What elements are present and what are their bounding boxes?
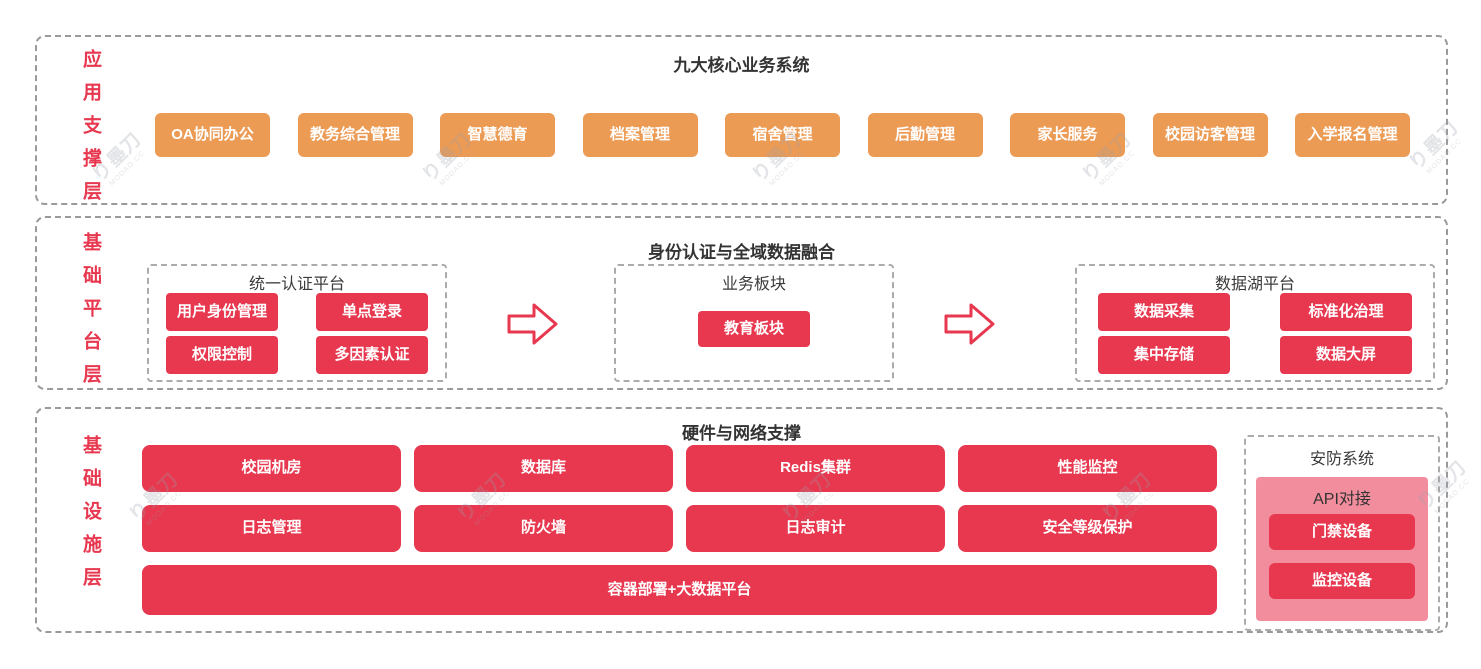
- group-title-security-system: 安防系统: [1309, 451, 1374, 468]
- layer2-title: 身份认证与全域数据融合: [648, 243, 835, 262]
- node-log-audit[interactable]: 日志审计: [686, 505, 945, 552]
- group-data-lake-platform: 数据湖平台 数据采集 标准化治理 集中存储 数据大屏: [1075, 264, 1435, 382]
- layer-label-application-support: 应用支撑层: [80, 49, 101, 214]
- node-campus-server-room[interactable]: 校园机房: [142, 445, 401, 492]
- group-security-system: 安防系统 API对接 门禁设备 监控设备: [1244, 435, 1440, 631]
- panel-title-api-integration: API对接: [1313, 491, 1371, 508]
- flow-arrow-right-icon: [944, 303, 995, 345]
- node-surveillance-devices[interactable]: 监控设备: [1269, 563, 1415, 599]
- node-firewall[interactable]: 防火墙: [414, 505, 673, 552]
- group-title-unified-auth: 统一认证平台: [248, 276, 345, 293]
- group-title-business-sector: 业务板块: [721, 276, 786, 293]
- node-permission-control[interactable]: 权限控制: [166, 336, 278, 374]
- node-dorm-mgmt[interactable]: 宿舍管理: [725, 113, 840, 157]
- node-data-collection[interactable]: 数据采集: [1098, 293, 1230, 331]
- node-centralized-storage[interactable]: 集中存储: [1098, 336, 1230, 374]
- group-title-data-lake: 数据湖平台: [1214, 276, 1295, 293]
- unified-auth-grid: 用户身份管理 单点登录 权限控制 多因素认证: [149, 293, 445, 374]
- node-standardized-governance[interactable]: 标准化治理: [1280, 293, 1412, 331]
- node-data-dashboard[interactable]: 数据大屏: [1280, 336, 1412, 374]
- layer-basic-platform: 基础平台层 身份认证与全域数据融合 统一认证平台 用户身份管理 单点登录 权限控…: [35, 216, 1448, 397]
- node-log-management[interactable]: 日志管理: [142, 505, 401, 552]
- node-access-control-devices[interactable]: 门禁设备: [1269, 514, 1415, 550]
- node-visitor-mgmt[interactable]: 校园访客管理: [1152, 113, 1268, 157]
- layer-infrastructure: 基础设施层 硬件与网络支撑 校园机房 数据库 Redis集群 性能监控 日志管理…: [35, 407, 1448, 633]
- node-education-sector[interactable]: 教育板块: [698, 311, 810, 347]
- node-smart-moral-edu[interactable]: 智慧德育: [440, 113, 555, 157]
- node-academic-mgmt[interactable]: 教务综合管理: [297, 113, 413, 157]
- layer-application-support: 应用支撑层 九大核心业务系统 OA协同办公 教务综合管理 智慧德育 档案管理 宿…: [35, 35, 1448, 214]
- node-enrollment-mgmt[interactable]: 入学报名管理: [1295, 113, 1410, 157]
- layer-label-basic-platform: 基础平台层: [80, 232, 101, 397]
- layer-label-infrastructure: 基础设施层: [80, 435, 101, 600]
- node-redis-cluster[interactable]: Redis集群: [686, 445, 945, 492]
- node-security-level-protection[interactable]: 安全等级保护: [958, 505, 1217, 552]
- node-oa-office[interactable]: OA协同办公: [155, 113, 270, 157]
- node-archive-mgmt[interactable]: 档案管理: [582, 113, 698, 157]
- node-user-identity-mgmt[interactable]: 用户身份管理: [166, 293, 278, 331]
- node-database[interactable]: 数据库: [414, 445, 673, 492]
- core-systems-row: OA协同办公 教务综合管理 智慧德育 档案管理 宿舍管理 后勤管理 家长服务 校…: [155, 113, 1410, 157]
- node-container-bigdata-platform[interactable]: 容器部署+大数据平台: [142, 565, 1217, 615]
- layer3-title: 硬件与网络支撑: [682, 424, 801, 443]
- node-performance-monitoring[interactable]: 性能监控: [958, 445, 1217, 492]
- node-logistics-mgmt[interactable]: 后勤管理: [867, 113, 983, 157]
- node-single-sign-on[interactable]: 单点登录: [316, 293, 428, 331]
- group-business-sector: 业务板块 教育板块: [614, 264, 894, 382]
- node-parent-service[interactable]: 家长服务: [1010, 113, 1125, 157]
- data-lake-grid: 数据采集 标准化治理 集中存储 数据大屏: [1077, 293, 1433, 374]
- flow-arrow-right-icon: [507, 303, 558, 345]
- hardware-network-grid: 校园机房 数据库 Redis集群 性能监控 日志管理 防火墙 日志审计 安全等级…: [142, 445, 1217, 615]
- api-integration-panel: API对接 门禁设备 监控设备: [1256, 477, 1428, 621]
- node-multi-factor-auth[interactable]: 多因素认证: [316, 336, 428, 374]
- layer1-title: 九大核心业务系统: [673, 56, 810, 75]
- group-unified-auth-platform: 统一认证平台 用户身份管理 单点登录 权限控制 多因素认证: [147, 264, 447, 382]
